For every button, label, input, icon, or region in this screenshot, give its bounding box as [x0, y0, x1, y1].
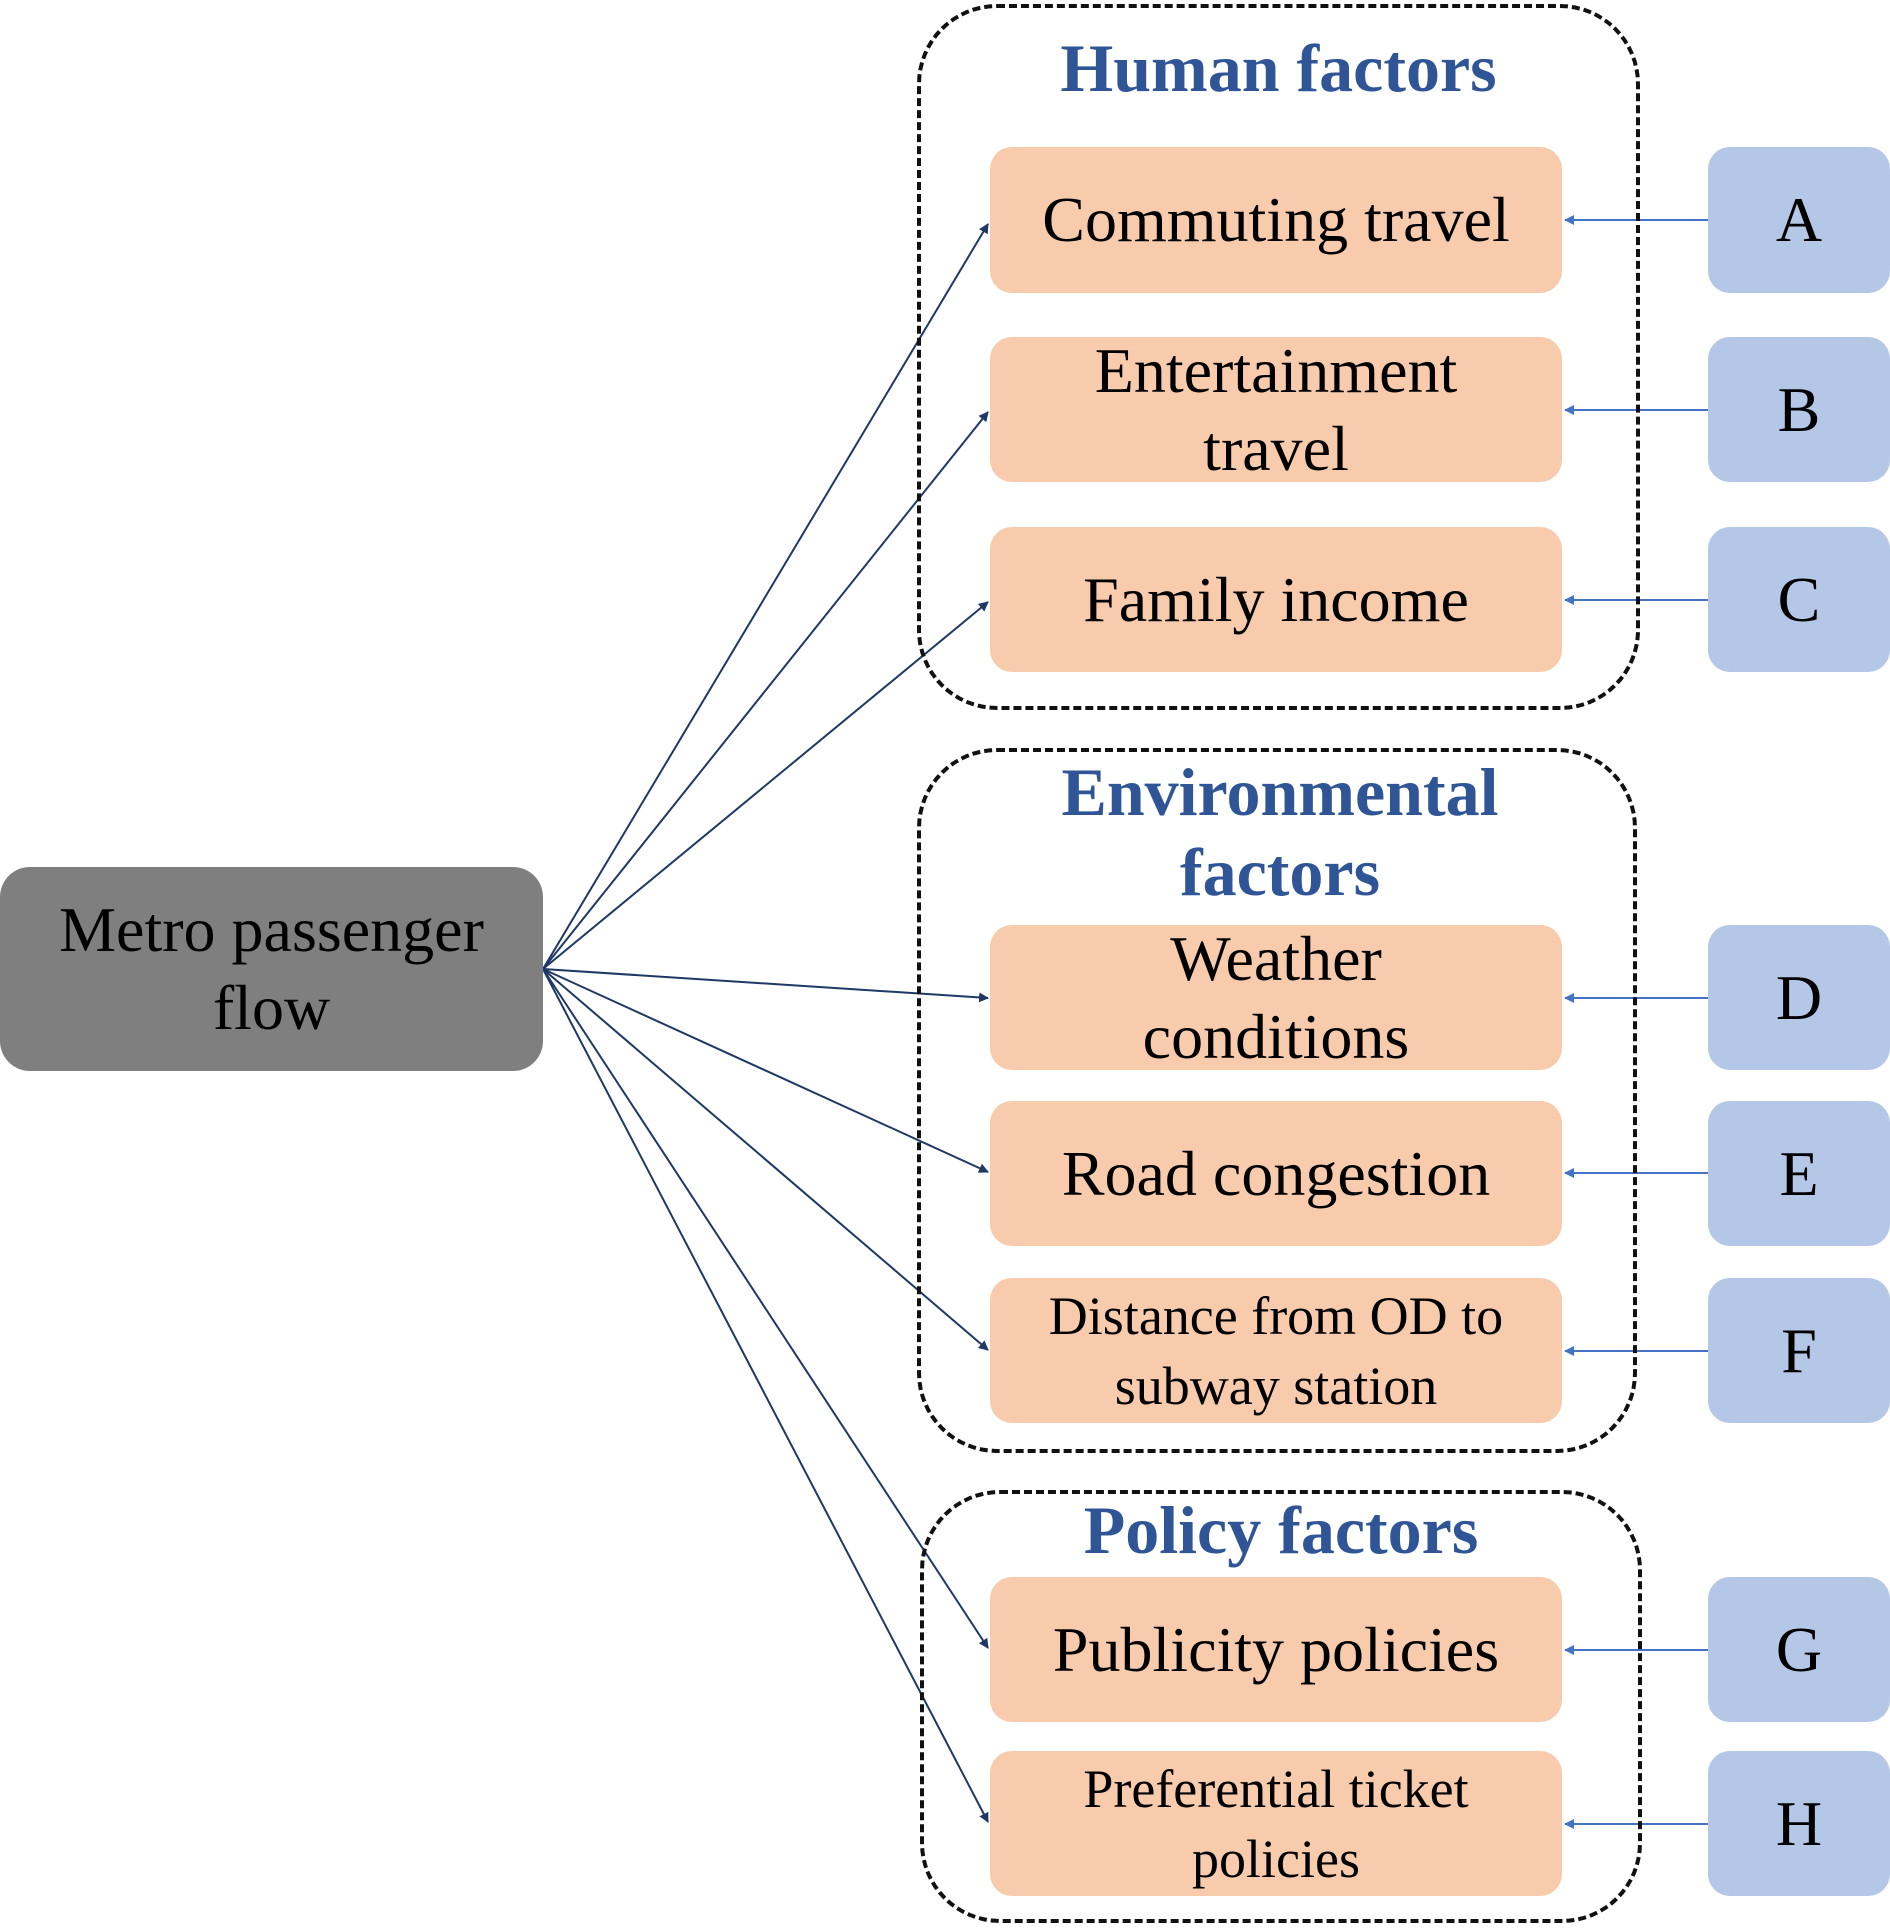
- root-node: Metro passenger flow: [0, 867, 543, 1071]
- group-title-human-factors: Human factors: [1060, 30, 1497, 106]
- arrow-root-to-publicity: [542, 968, 989, 1649]
- group-box-environmental-factors: [917, 748, 1637, 1453]
- tag-e: E: [1708, 1101, 1890, 1246]
- tag-h: H: [1708, 1751, 1890, 1896]
- arrow-root-to-preferential: [542, 968, 989, 1823]
- arrow-root-to-road-congestion: [542, 968, 989, 1173]
- arrow-root-to-distance: [542, 968, 989, 1351]
- tag-f: F: [1708, 1278, 1890, 1423]
- factor-road-congestion: Road congestion: [990, 1101, 1562, 1246]
- factor-entertainment-travel: Entertainment travel: [990, 335, 1562, 484]
- root-label: Metro passenger flow: [59, 894, 484, 1043]
- tag-b: B: [1708, 337, 1890, 482]
- factor-distance-od-subway: Distance from OD to subway station: [990, 1278, 1562, 1423]
- arrow-root-to-commuting: [542, 223, 989, 970]
- factor-family-income: Family income: [990, 527, 1562, 672]
- tag-a: A: [1708, 147, 1890, 293]
- factor-preferential-ticket-policies: Preferential ticket policies: [990, 1751, 1562, 1896]
- factor-publicity-policies: Publicity policies: [990, 1577, 1562, 1722]
- arrow-root-to-family-income: [542, 601, 989, 970]
- arrow-root-to-weather: [542, 968, 989, 1003]
- tag-g: G: [1708, 1577, 1890, 1722]
- group-title-policy-factors: Policy factors: [1083, 1492, 1479, 1568]
- group-box-policy-factors: [920, 1490, 1642, 1923]
- arrow-root-to-entertainment: [542, 411, 989, 970]
- group-title-environmental-factors: Environmental factors: [1061, 754, 1499, 910]
- group-box-human-factors: [917, 4, 1640, 710]
- factor-commuting-travel: Commuting travel: [990, 147, 1562, 293]
- tag-d: D: [1708, 925, 1890, 1070]
- factor-weather-conditions: Weather conditions: [990, 923, 1562, 1072]
- tag-c: C: [1708, 527, 1890, 672]
